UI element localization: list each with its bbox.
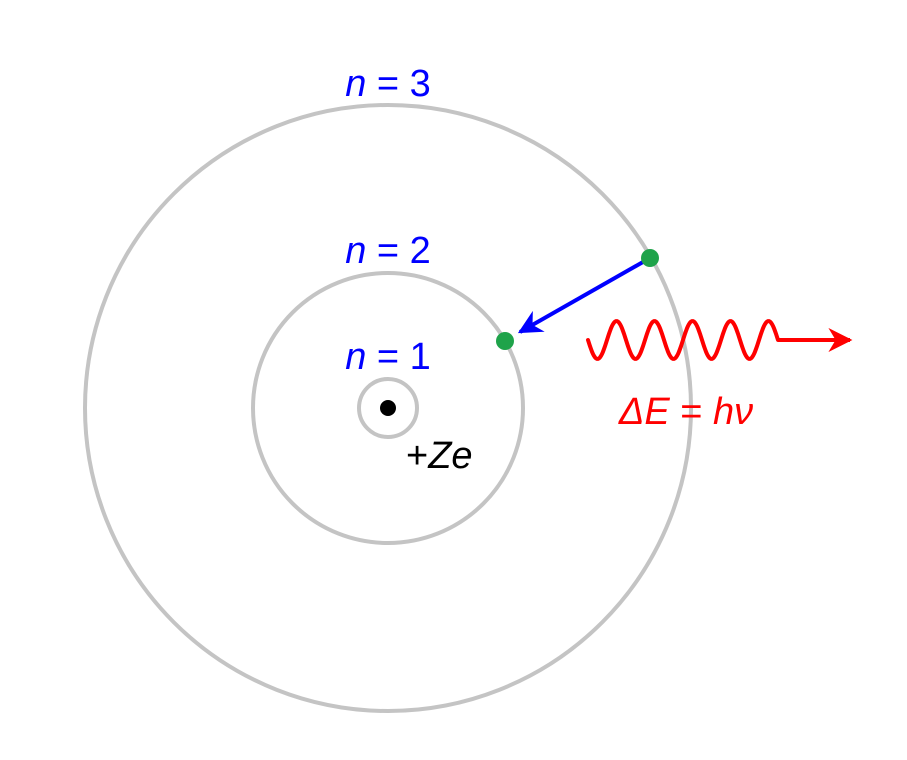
label-n2-value: = 2 — [366, 230, 430, 272]
orbit-n3 — [83, 103, 693, 713]
nucleus — [380, 400, 396, 416]
label-n1-var: n — [345, 336, 366, 378]
label-n2-var: n — [345, 230, 366, 272]
label-n3: n = 3 — [345, 63, 431, 105]
energy-equation: ΔE = hν — [618, 391, 753, 433]
label-n3-value: = 3 — [366, 63, 430, 105]
energy-equals: = — [670, 391, 713, 433]
energy-delta: Δ — [618, 391, 645, 433]
orbit-n1 — [357, 377, 419, 439]
energy-e: E — [644, 391, 670, 433]
electron-final — [496, 332, 514, 350]
label-n1: n = 1 — [345, 336, 431, 378]
electron-initial — [641, 249, 659, 267]
label-n1-value: = 1 — [366, 336, 430, 378]
photon-wave — [586, 319, 780, 361]
nucleus-charge-label: +Ze — [406, 435, 473, 477]
label-n3-var: n — [345, 63, 366, 105]
energy-nu: ν — [734, 391, 753, 433]
nucleus-charge-var: Ze — [427, 435, 472, 477]
energy-h: h — [713, 391, 734, 433]
label-n2: n = 2 — [345, 230, 431, 272]
nucleus-charge-sign: + — [406, 435, 428, 477]
transition-arrow — [517, 256, 651, 334]
orbit-n2 — [251, 271, 525, 545]
